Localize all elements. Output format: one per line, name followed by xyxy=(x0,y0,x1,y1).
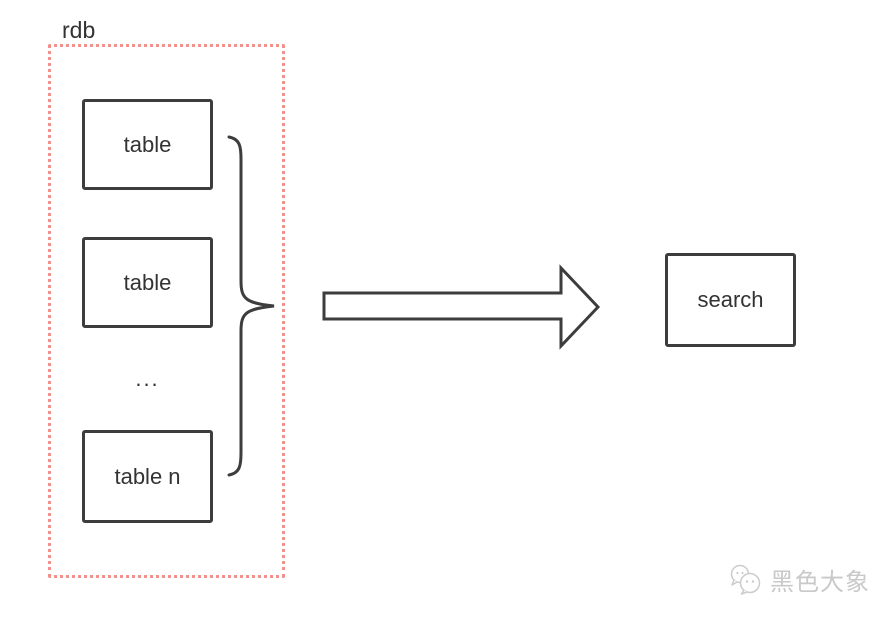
table-node-1-label: table xyxy=(123,131,172,157)
chat-bubbles-icon xyxy=(730,564,761,595)
search-node: search xyxy=(665,253,796,347)
search-node-label: search xyxy=(697,287,764,312)
watermark: 黑色大象 xyxy=(728,562,870,597)
table-node-2: table xyxy=(82,237,213,328)
watermark-text: 黑色大象 xyxy=(770,569,870,596)
right-arrow-icon xyxy=(322,264,601,350)
table-node-3: table n xyxy=(82,430,213,523)
ellipsis-text: ... xyxy=(135,366,160,391)
rdb-group-label: rdb xyxy=(62,17,96,43)
table-node-1: table xyxy=(82,99,213,190)
table-node-3-label: table n xyxy=(114,463,181,489)
table-node-2-label: table xyxy=(123,269,172,295)
rdb-group-border xyxy=(48,44,285,578)
